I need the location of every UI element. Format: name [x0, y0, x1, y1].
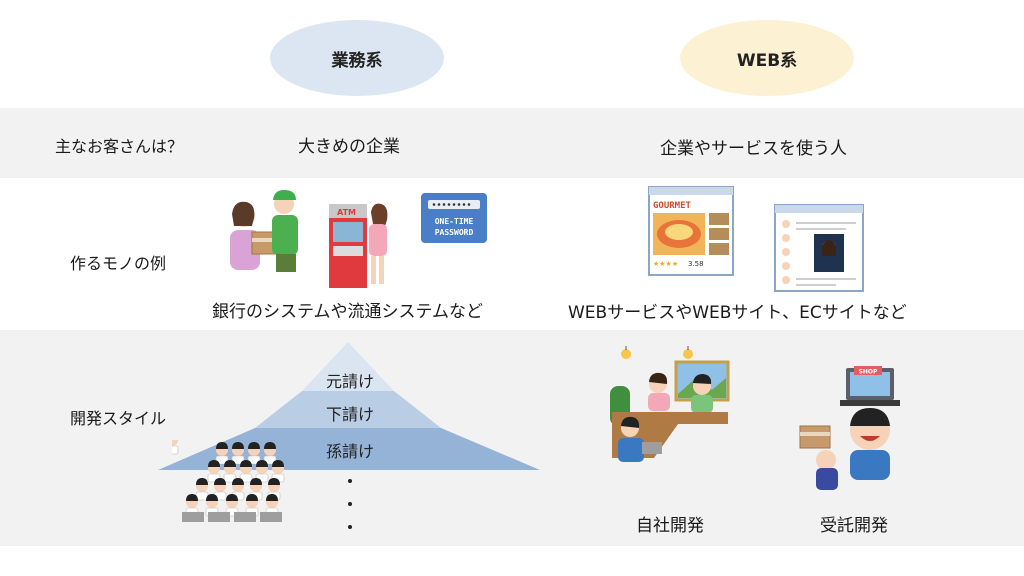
- continuation-dot-1: [348, 479, 352, 483]
- shop-sign: SHOP: [859, 369, 878, 376]
- header-business-label: 業務系: [331, 50, 383, 71]
- header-business: 業務系: [270, 20, 444, 96]
- row-label-customer: 主なお客さんは？: [55, 137, 184, 156]
- row-label-product: 作るモノの例: [70, 254, 167, 273]
- customer-business: 大きめの企業: [298, 137, 400, 157]
- continuation-dot-3: [348, 525, 352, 529]
- atm-illustration: ATM: [329, 203, 388, 288]
- continuation-dot-2: [348, 502, 352, 506]
- header-web-label: WEB系: [736, 50, 798, 71]
- pyramid-tier-mid: [255, 391, 441, 428]
- otp-line-2: PASSWORD: [435, 228, 474, 237]
- style-in-house: 自社開発: [636, 516, 704, 536]
- pyramid-label-prime: 元請け: [325, 372, 374, 391]
- row-band-customer: [0, 108, 1024, 178]
- worker-crowd-illustration: [172, 440, 285, 522]
- atm-label: ATM: [337, 208, 356, 217]
- svg-text:★★★★: ★★★★: [653, 260, 678, 268]
- otp-line-1: ONE-TIME: [435, 217, 474, 226]
- gourmet-site-illustration: GOURMET ★★★★ 3.58: [648, 186, 734, 276]
- pyramid-label-sub: 下請け: [325, 405, 374, 424]
- header-web: WEB系: [680, 20, 854, 96]
- product-business: 銀行のシステムや流通システムなど: [212, 302, 483, 322]
- delivery-illustration: [230, 190, 298, 272]
- row-label-style: 開発スタイル: [70, 409, 167, 428]
- style-contract: 受託開発: [820, 516, 888, 536]
- gourmet-title: GOURMET: [653, 201, 692, 211]
- otp-card-illustration: ONE-TIME PASSWORD: [421, 193, 487, 243]
- customer-web: 企業やサービスを使う人: [660, 139, 847, 159]
- in-house-illustration: [610, 346, 730, 462]
- contract-illustration: SHOP: [799, 366, 900, 490]
- pyramid-label-subsub: 孫請け: [325, 442, 374, 461]
- pyramid-tier-top: [302, 342, 394, 391]
- profile-site-illustration: [774, 204, 864, 292]
- rating-value: 3.58: [688, 260, 704, 268]
- product-web: WEBサービスやWEBサイト、ECサイトなど: [568, 303, 907, 323]
